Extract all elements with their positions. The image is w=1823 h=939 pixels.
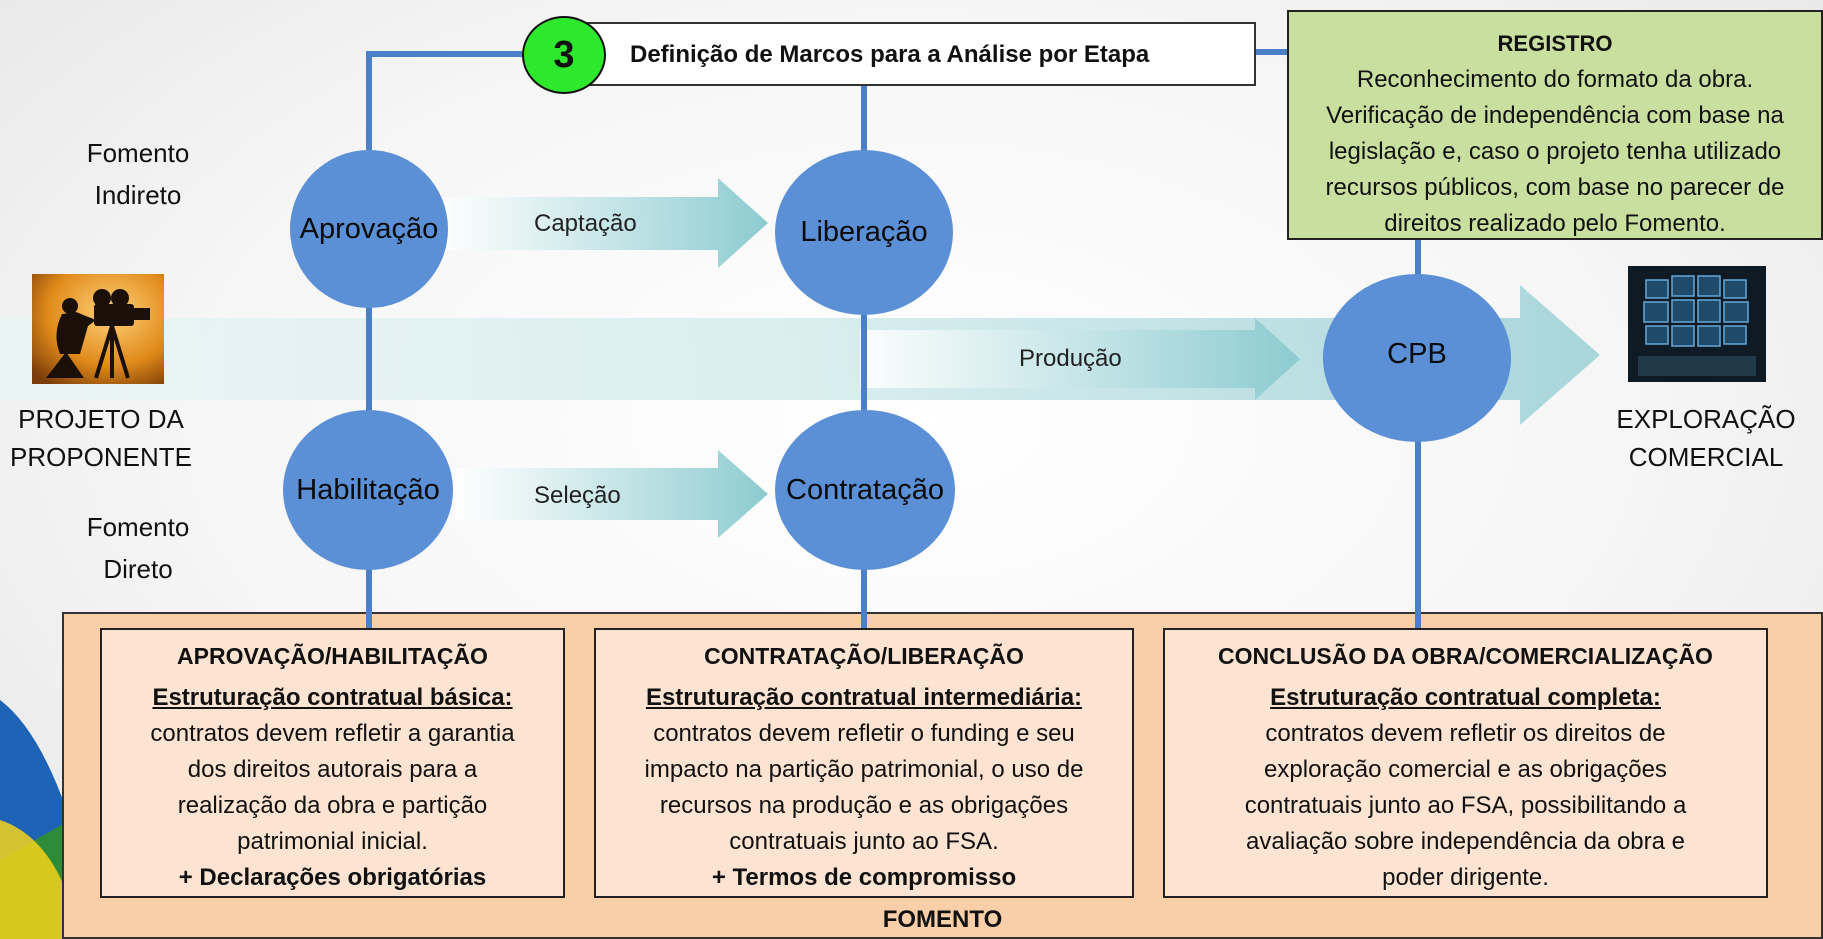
- panel-line: contratuais junto ao FSA, possibilitando…: [1244, 792, 1687, 819]
- exploracao-line: COMERCIAL: [1628, 442, 1784, 472]
- panel-line: patrimonial inicial.: [237, 828, 428, 855]
- projeto-line: PROPONENTE: [9, 442, 193, 472]
- panel-extra: + Declarações obrigatórias: [178, 864, 487, 891]
- panel-heading: CONCLUSÃO DA OBRA/COMERCIALIZAÇÃO: [1218, 643, 1713, 669]
- milestone-title: Definição de Marcos para a Análise por E…: [630, 41, 1150, 68]
- panel-contratacao-liberacao: CONTRATAÇÃO/LIBERAÇÃO Estruturação contr…: [594, 628, 1134, 898]
- fomento-label: FOMENTO: [882, 906, 1003, 933]
- node-contratacao-label: Contratação: [786, 473, 944, 506]
- panel-line: dos direitos autorais para a: [187, 756, 478, 783]
- node-liberacao-label: Liberação: [800, 216, 928, 248]
- selecao-arrow: [455, 450, 768, 538]
- panel-conclusao-comercializacao: CONCLUSÃO DA OBRA/COMERCIALIZAÇÃO Estrut…: [1163, 628, 1768, 898]
- panel-line: poder dirigente.: [1382, 864, 1549, 891]
- panel-subheading: Estruturação contratual completa:: [1270, 684, 1661, 711]
- milestone-box: Definição de Marcos para a Análise por E…: [580, 22, 1256, 86]
- panel-line: exploração comercial e as obrigações: [1264, 756, 1667, 783]
- node-cpb-label: CPB: [1387, 338, 1447, 370]
- captacao-label: Captação: [534, 210, 637, 237]
- node-cpb: CPB: [1323, 274, 1511, 442]
- panel-heading: CONTRATAÇÃO/LIBERAÇÃO: [704, 643, 1024, 669]
- panel-subheading: Estruturação contratual intermediária:: [645, 684, 1083, 711]
- producao-arrow-back: [0, 285, 1600, 425]
- node-liberacao: Liberação: [775, 150, 953, 315]
- panel-subheading: Estruturação contratual básica:: [152, 684, 513, 711]
- producao-arrow: [860, 318, 1300, 400]
- panel-line: contratos devem refletir a garantia: [150, 720, 515, 747]
- registro-line: recursos públicos, com base no parecer d…: [1325, 174, 1785, 201]
- panel-line: contratos devem refletir o funding e seu: [653, 720, 1075, 747]
- projeto-label: PROJETO DA PROPONENTE: [0, 400, 202, 476]
- node-habilitacao-label: Habilitação: [296, 473, 440, 506]
- milestone-number: 3: [553, 33, 575, 76]
- node-contratacao: Contratação: [775, 410, 955, 570]
- panel-line: realização da obra e partição: [177, 792, 488, 819]
- panel-aprovacao-habilitacao: APROVAÇÃO/HABILITAÇÃO Estruturação contr…: [100, 628, 565, 898]
- panel-line: contratuais junto ao FSA.: [729, 828, 999, 855]
- panel-line: recursos na produção e as obrigações: [659, 792, 1069, 819]
- registro-line: direitos realizado pelo Fomento.: [1384, 210, 1726, 237]
- panel-heading: APROVAÇÃO/HABILITAÇÃO: [177, 643, 488, 669]
- registro-line: Verificação de independência com base na: [1326, 102, 1784, 129]
- panel-line: contratos devem refletir os direitos de: [1265, 720, 1666, 747]
- fomento-direto-label: Fomento Direto: [58, 506, 218, 590]
- fomento-direto-line: Direto: [103, 554, 173, 584]
- exploracao-label: EXPLORAÇÃO COMERCIAL: [1596, 400, 1816, 476]
- exploracao-line: EXPLORAÇÃO: [1616, 404, 1796, 434]
- film-camera-icon: [32, 274, 164, 384]
- panel-line: impacto na partição patrimonial, o uso d…: [644, 756, 1084, 783]
- registro-box: REGISTRO Reconhecimento do formato da ob…: [1287, 10, 1823, 240]
- fomento-direto-line: Fomento: [86, 512, 190, 542]
- top-left-line: [366, 51, 522, 150]
- panel-line: avaliação sobre independência da obra e: [1246, 828, 1685, 855]
- captacao-arrow: [440, 178, 768, 268]
- node-habilitacao: Habilitação: [283, 410, 453, 570]
- node-aprovacao-label: Aprovação: [299, 212, 439, 245]
- projeto-line: PROJETO DA: [18, 404, 184, 434]
- milestone-badge: 3: [522, 16, 606, 94]
- node-aprovacao: Aprovação: [290, 150, 448, 308]
- panel-extra: + Termos de compromisso: [711, 864, 1017, 891]
- fomento-indireto-label: Fomento Indireto: [58, 132, 218, 216]
- registro-line: legislação e, caso o projeto tenha utili…: [1328, 138, 1782, 165]
- registro-line: Reconhecimento do formato da obra.: [1356, 66, 1754, 93]
- producao-label: Produção: [1019, 345, 1122, 372]
- fomento-indireto-line: Indireto: [94, 180, 182, 210]
- registro-heading: REGISTRO: [1497, 31, 1613, 56]
- selecao-label: Seleção: [534, 482, 621, 509]
- video-wall-icon: [1628, 266, 1766, 382]
- fomento-indireto-line: Fomento: [86, 138, 190, 168]
